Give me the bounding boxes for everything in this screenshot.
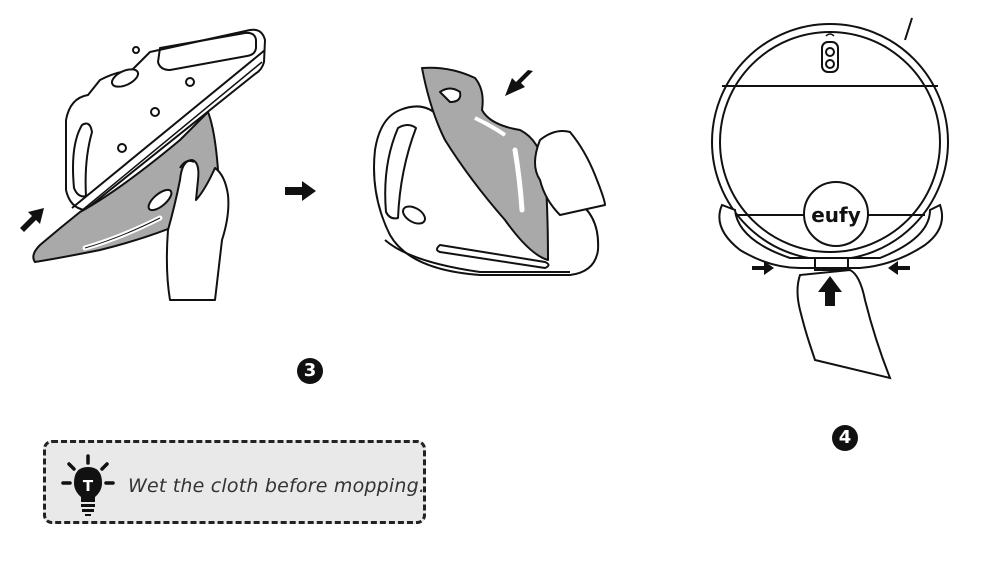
step-4-badge: 4: [832, 425, 858, 451]
arrow-right-icon: [285, 181, 316, 201]
tip-text: Wet the cloth before mopping.: [128, 475, 426, 497]
tip-box: T Wet the cloth before mopping.: [43, 440, 426, 524]
mop-tray-illustration-2: [373, 66, 606, 276]
tip-icon-letter: T: [83, 477, 94, 495]
arrow-down-left-icon: [505, 70, 533, 96]
arrow-up-right-icon: [20, 208, 44, 232]
arrow-up-icon: [818, 276, 842, 306]
brand-logo: eufy: [811, 203, 861, 227]
mop-tray-illustration-1: [32, 28, 266, 301]
lightbulb-icon: T: [61, 454, 115, 516]
robot-vacuum-illustration: [711, 17, 949, 380]
step-3-badge: 3: [297, 358, 323, 384]
arrow-right-icon: [752, 261, 774, 275]
arrow-left-icon: [888, 261, 910, 275]
